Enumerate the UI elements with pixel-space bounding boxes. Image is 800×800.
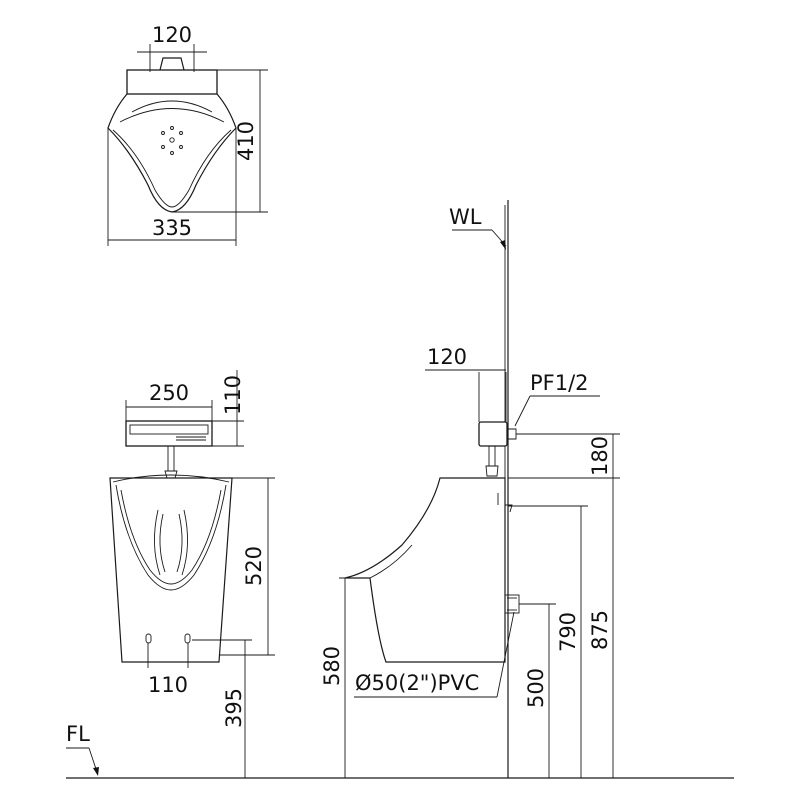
dim-front-body-height-label: 520: [242, 546, 266, 586]
dim-side-valve-offset: 120: [425, 345, 507, 422]
dim-side-inlet-height: 790: [508, 505, 588, 778]
dim-side-drain-height-label: 500: [524, 668, 548, 708]
dim-side-valve-offset-label: 120: [427, 345, 467, 369]
floor: FL: [66, 722, 734, 779]
dim-front-valve-width-label: 250: [149, 381, 189, 405]
dim-top-width-label: 335: [152, 216, 192, 240]
dim-top-width: 335: [107, 128, 237, 246]
floor-label: FL: [66, 722, 90, 746]
drain-pipe-label: Ø50(2")PVC: [355, 671, 479, 695]
drain-pipe-leader: Ø50(2")PVC: [354, 611, 515, 698]
side-view: WL 120 PF1/2 180: [320, 200, 620, 778]
side-urinal-body: [344, 477, 506, 663]
front-flush-pipe: [167, 445, 175, 472]
dim-side-top-height: 875: [588, 478, 614, 778]
dim-side-rim-height-label: 580: [320, 646, 344, 686]
dim-side-top-height-label: 875: [588, 610, 612, 650]
top-view-back-plate: [126, 69, 218, 95]
dim-front-outlet-spacing: 110: [136, 643, 200, 697]
dim-top-inlet: 120: [137, 23, 207, 62]
dim-side-rim-height: 580: [320, 577, 370, 778]
top-view: 120 410 335: [107, 23, 268, 246]
side-flush-valve: [478, 421, 508, 447]
top-view-bowl-outline: [107, 93, 237, 213]
wall-label-leader: WL: [449, 205, 507, 250]
spray-pattern-icon: [161, 126, 183, 155]
top-view-spud: [159, 57, 185, 71]
front-view: 250 110 520 110 395: [109, 370, 275, 778]
dim-front-outlet-spacing-label: 110: [148, 673, 188, 697]
dim-front-outlet-height-label: 395: [222, 688, 246, 728]
dim-front-body-height: 520: [219, 477, 275, 656]
dim-front-valve-height: 110: [212, 370, 245, 447]
dim-top-depth-label: 410: [234, 121, 258, 161]
valve-connection-leader: PF1/2: [514, 371, 600, 427]
dim-front-valve-height-label: 110: [221, 375, 245, 415]
dim-top-depth: 410: [172, 69, 268, 213]
wall-label: WL: [449, 205, 482, 229]
dim-side-inlet-height-label: 790: [556, 612, 580, 652]
front-urinal-body: [109, 477, 233, 663]
dim-side-valve-rise: 180: [508, 433, 620, 479]
dim-side-drain-height: 500: [519, 603, 556, 778]
side-flush-pipe: [488, 445, 496, 467]
front-outlet-left: [145, 633, 152, 644]
front-outlet-right: [184, 633, 191, 644]
dim-side-valve-rise-label: 180: [588, 436, 612, 476]
valve-connection-label: PF1/2: [530, 371, 589, 395]
dim-front-outlet-height: 395: [192, 639, 252, 778]
dim-top-inlet-label: 120: [152, 23, 192, 47]
dim-front-valve-width: 250: [125, 381, 213, 421]
